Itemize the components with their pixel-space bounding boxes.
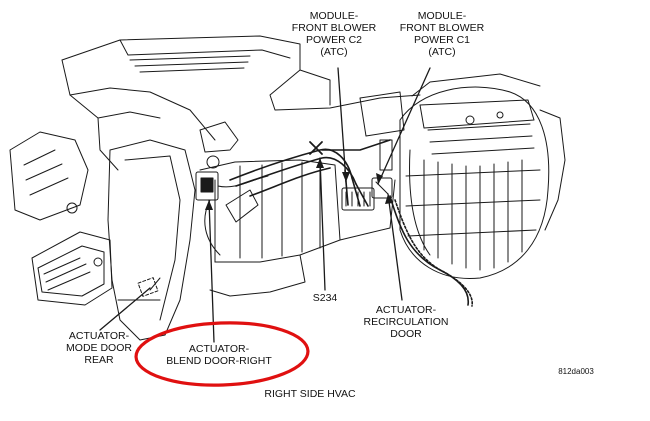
blend-actuator-connector [195,121,269,256]
highlight-circle [134,321,310,387]
blower-housing [399,73,566,280]
blend-door-column [107,139,196,341]
caption: RIGHT SIDE HVAC [264,388,356,400]
left-duct [9,131,113,306]
label-recirculation-door: ACTUATOR- RECIRCULATION DOOR [363,304,449,340]
hvac-housing [61,35,421,297]
wiring-harness [229,139,473,307]
label-module-c2: MODULE- FRONT BLOWER POWER C2 (ATC) [291,10,377,58]
blower-power-connectors [341,91,405,211]
label-s234: S234 [312,292,338,304]
s234-splice [309,141,323,155]
leader-lines [99,67,431,343]
label-blend-door-right: ACTUATOR- BLEND DOOR-RIGHT [166,343,272,367]
figure-code: 812da003 [558,367,594,376]
label-module-c1: MODULE- FRONT BLOWER POWER C1 (ATC) [399,10,485,58]
label-mode-door-rear: ACTUATOR- MODE DOOR REAR [66,330,132,366]
arrowheads [205,158,393,210]
